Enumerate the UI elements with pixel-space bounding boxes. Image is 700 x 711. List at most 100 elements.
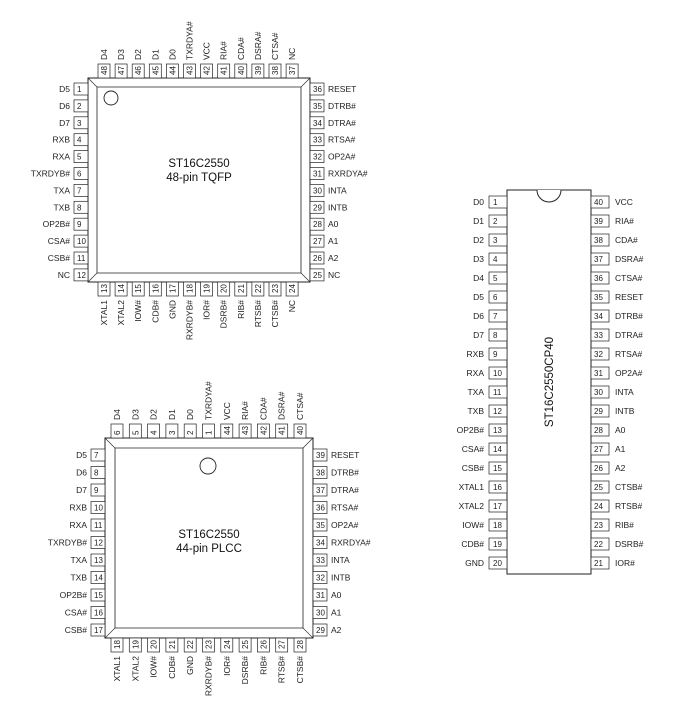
- pin-box: [285, 63, 299, 79]
- pin-label: D7: [76, 485, 87, 495]
- pin-box: [309, 200, 325, 214]
- pin-label: GND: [185, 656, 195, 675]
- pin-number: 42: [203, 66, 212, 75]
- pin-number: 15: [134, 284, 143, 293]
- pin-box: [90, 518, 106, 532]
- pin-number: 5: [493, 274, 498, 283]
- pin-number: 23: [594, 521, 603, 530]
- pin-number: 28: [313, 220, 322, 229]
- pin-number: 41: [278, 426, 287, 435]
- pin-number: 3: [493, 236, 498, 245]
- pin-box: [590, 328, 610, 342]
- pin-box: [590, 537, 610, 551]
- pin-number: 21: [594, 559, 603, 568]
- pin-box: [488, 518, 508, 532]
- pin-box: [183, 281, 196, 297]
- pin-label: D2: [149, 409, 159, 420]
- pin-number: 23: [205, 640, 214, 649]
- pin-label: CSB#: [462, 463, 484, 473]
- pin-label: TXA: [53, 185, 70, 195]
- pin-number: 7: [94, 451, 99, 460]
- pin-label: IOW#: [149, 656, 159, 678]
- plcc-title: ST16C2550: [178, 529, 239, 541]
- pin-number: 30: [316, 609, 325, 618]
- pin-label: A1: [331, 608, 342, 618]
- pin-box: [166, 63, 179, 79]
- pin-label: TXRDYB#: [31, 169, 70, 179]
- plcc-body: [104, 437, 314, 639]
- pin-box: [590, 518, 610, 532]
- pin-box: [90, 588, 106, 602]
- pin-label: RIA#: [240, 401, 250, 420]
- pin-label: D1: [473, 216, 484, 226]
- pin-label: A0: [328, 219, 339, 229]
- pin-box: [217, 63, 231, 79]
- pin-label: NC: [328, 270, 340, 280]
- plcc-pins: 7D58D69D710RXB11RXA12TXRDYB#13TXA14TXB15…: [48, 381, 371, 696]
- pin-number: 4: [493, 255, 498, 264]
- pin-box: [285, 281, 299, 297]
- pin-number: 38: [316, 469, 325, 478]
- pin-label: XTAL2: [130, 656, 140, 682]
- pin-number: 22: [594, 540, 603, 549]
- pin-label: INTA: [328, 185, 347, 195]
- pin-number: 33: [594, 331, 603, 340]
- pin-label: RXRDYA#: [331, 538, 371, 548]
- pin-number: 36: [313, 85, 322, 94]
- pin-box: [590, 290, 610, 304]
- pin-box: [128, 637, 142, 653]
- pin-number: 21: [237, 284, 246, 293]
- tqfp-package: ST16C2550 48-pin TQFP 1D52D63D74RXB5RXA6…: [31, 21, 368, 340]
- pin-label: CTSB#: [270, 300, 280, 328]
- pin-label: TXA: [70, 555, 87, 565]
- pin-box: [268, 281, 282, 297]
- pin-number: 14: [94, 574, 103, 583]
- pin-label: CTSA#: [295, 392, 305, 420]
- pin-number: 3: [168, 430, 177, 435]
- pin-box: [590, 309, 610, 323]
- pin-label: D2: [133, 49, 143, 60]
- pin-label: OP2B#: [60, 590, 88, 600]
- pin-box: [90, 448, 106, 462]
- pin-box: [217, 281, 231, 297]
- pin-box: [73, 133, 89, 147]
- pin-number: 11: [77, 254, 86, 263]
- pin-label: CSA#: [48, 236, 70, 246]
- pin-box: [90, 606, 106, 619]
- pin-box: [293, 423, 307, 439]
- pin-label: CDA#: [258, 397, 268, 420]
- pin-number: 31: [594, 369, 603, 378]
- pin-box: [488, 385, 508, 399]
- pin-label: RTSA#: [328, 135, 356, 145]
- pin-number: 5: [131, 430, 140, 435]
- pin-number: 3: [77, 119, 82, 128]
- pin-box: [590, 252, 610, 266]
- pin-label: D4: [473, 273, 484, 283]
- pin-number: 25: [241, 640, 250, 649]
- pin-box: [309, 234, 325, 248]
- pin-number: 44: [223, 426, 232, 435]
- pin-label: RTSA#: [615, 349, 643, 359]
- pin-box: [148, 63, 162, 79]
- pin-box: [110, 423, 124, 439]
- pin-label: GND: [167, 300, 177, 319]
- pin-box: [488, 423, 508, 437]
- pin-number: 29: [313, 203, 322, 212]
- pin-number: 40: [296, 426, 305, 435]
- pin-number: 36: [594, 274, 603, 283]
- pin-box: [590, 385, 610, 399]
- pin-number: 6: [77, 170, 82, 179]
- tqfp-bevel-corner: [300, 272, 311, 283]
- pin-number: 35: [594, 293, 603, 302]
- pin-box: [183, 637, 197, 653]
- pin-number: 14: [117, 284, 126, 293]
- pin-number: 13: [94, 556, 103, 565]
- pin-label: TXB: [70, 573, 87, 583]
- pin-box: [309, 167, 325, 180]
- pin-label: TXA: [467, 387, 484, 397]
- pin-number: 24: [594, 502, 603, 511]
- pin-label: D6: [76, 468, 87, 478]
- dip-title: ST16C2550CP40: [544, 337, 556, 427]
- pin-number: 45: [151, 66, 160, 75]
- pin-number: 44: [168, 66, 177, 75]
